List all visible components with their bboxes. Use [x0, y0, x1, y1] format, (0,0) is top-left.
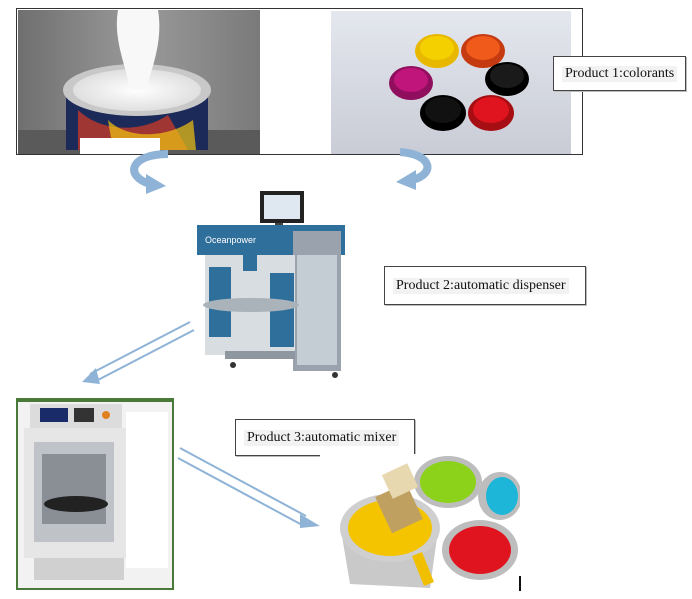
curved-arrow-left	[130, 150, 169, 194]
product3-label-text: Product 3:automatic mixer	[244, 429, 400, 446]
double-arrow-to-paint	[177, 447, 320, 528]
curved-arrow-right	[396, 148, 432, 190]
product2-label-text: Product 2:automatic dispenser	[393, 277, 569, 294]
colorant-cups-photo	[331, 11, 571, 154]
dispenser-brand-text: Oceanpower	[205, 235, 256, 245]
brush-handle	[412, 552, 434, 586]
paint-cans-brush-image	[320, 454, 520, 592]
product1-label-text: Product 1:colorants	[562, 65, 678, 82]
white-paint-pour-photo	[18, 10, 260, 154]
text-cursor-mark	[519, 576, 521, 591]
mixer-machine-image	[16, 398, 174, 590]
dispenser-machine-image: Oceanpower	[195, 185, 348, 380]
product2-label: Product 2:automatic dispenser	[384, 266, 586, 305]
product1-label: Product 1:colorants	[553, 56, 686, 91]
double-arrow-to-mixer	[82, 321, 195, 384]
